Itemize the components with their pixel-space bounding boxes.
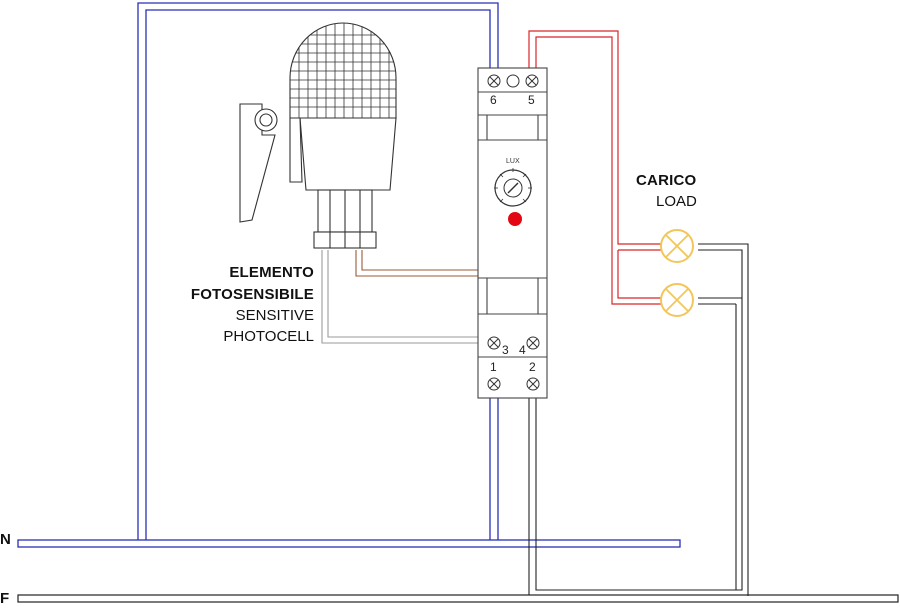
neutral-rail-label: N [0, 531, 11, 548]
lamp-1 [660, 229, 694, 263]
lux-dial [494, 168, 532, 207]
terminal-empty-hole [506, 74, 520, 88]
phase-rail [17, 594, 899, 603]
load-wiring [528, 30, 662, 305]
photocell-title-line2: FOTOSENSIBILE [190, 286, 314, 303]
terminal-2-screw [526, 377, 540, 391]
terminal-1-label: 1 [490, 360, 497, 374]
terminal-4-screw [526, 336, 540, 350]
terminal-6-label: 6 [490, 93, 497, 107]
phase-rail-label: F [0, 590, 10, 607]
neutral-rail [17, 539, 681, 548]
lux-dial-label: LUX [506, 158, 520, 165]
photocell-sub-line2: PHOTOCELL [223, 328, 314, 345]
load-title: CARICO [636, 172, 697, 189]
neutral-wiring [137, 2, 499, 542]
phase-wiring [528, 243, 749, 596]
terminal-6-screw [487, 74, 501, 88]
terminal-2-label: 2 [529, 360, 536, 374]
terminal-1-screw [487, 377, 501, 391]
terminal-3-screw [487, 336, 501, 350]
terminal-5-screw [525, 74, 539, 88]
status-led [508, 212, 522, 226]
terminal-3-label: 3 [502, 343, 509, 357]
load-sub: LOAD [656, 193, 697, 210]
terminal-4-label: 4 [519, 343, 526, 357]
photocell-sub-line1: SENSITIVE [235, 307, 314, 324]
twilight-switch-module [477, 67, 548, 399]
photocell-title-line1: ELEMENTO [229, 264, 314, 281]
sensor-wire-gray [321, 250, 483, 344]
photocell-sensor [239, 22, 397, 249]
terminal-5-label: 5 [528, 93, 535, 107]
lamp-2 [660, 283, 694, 317]
